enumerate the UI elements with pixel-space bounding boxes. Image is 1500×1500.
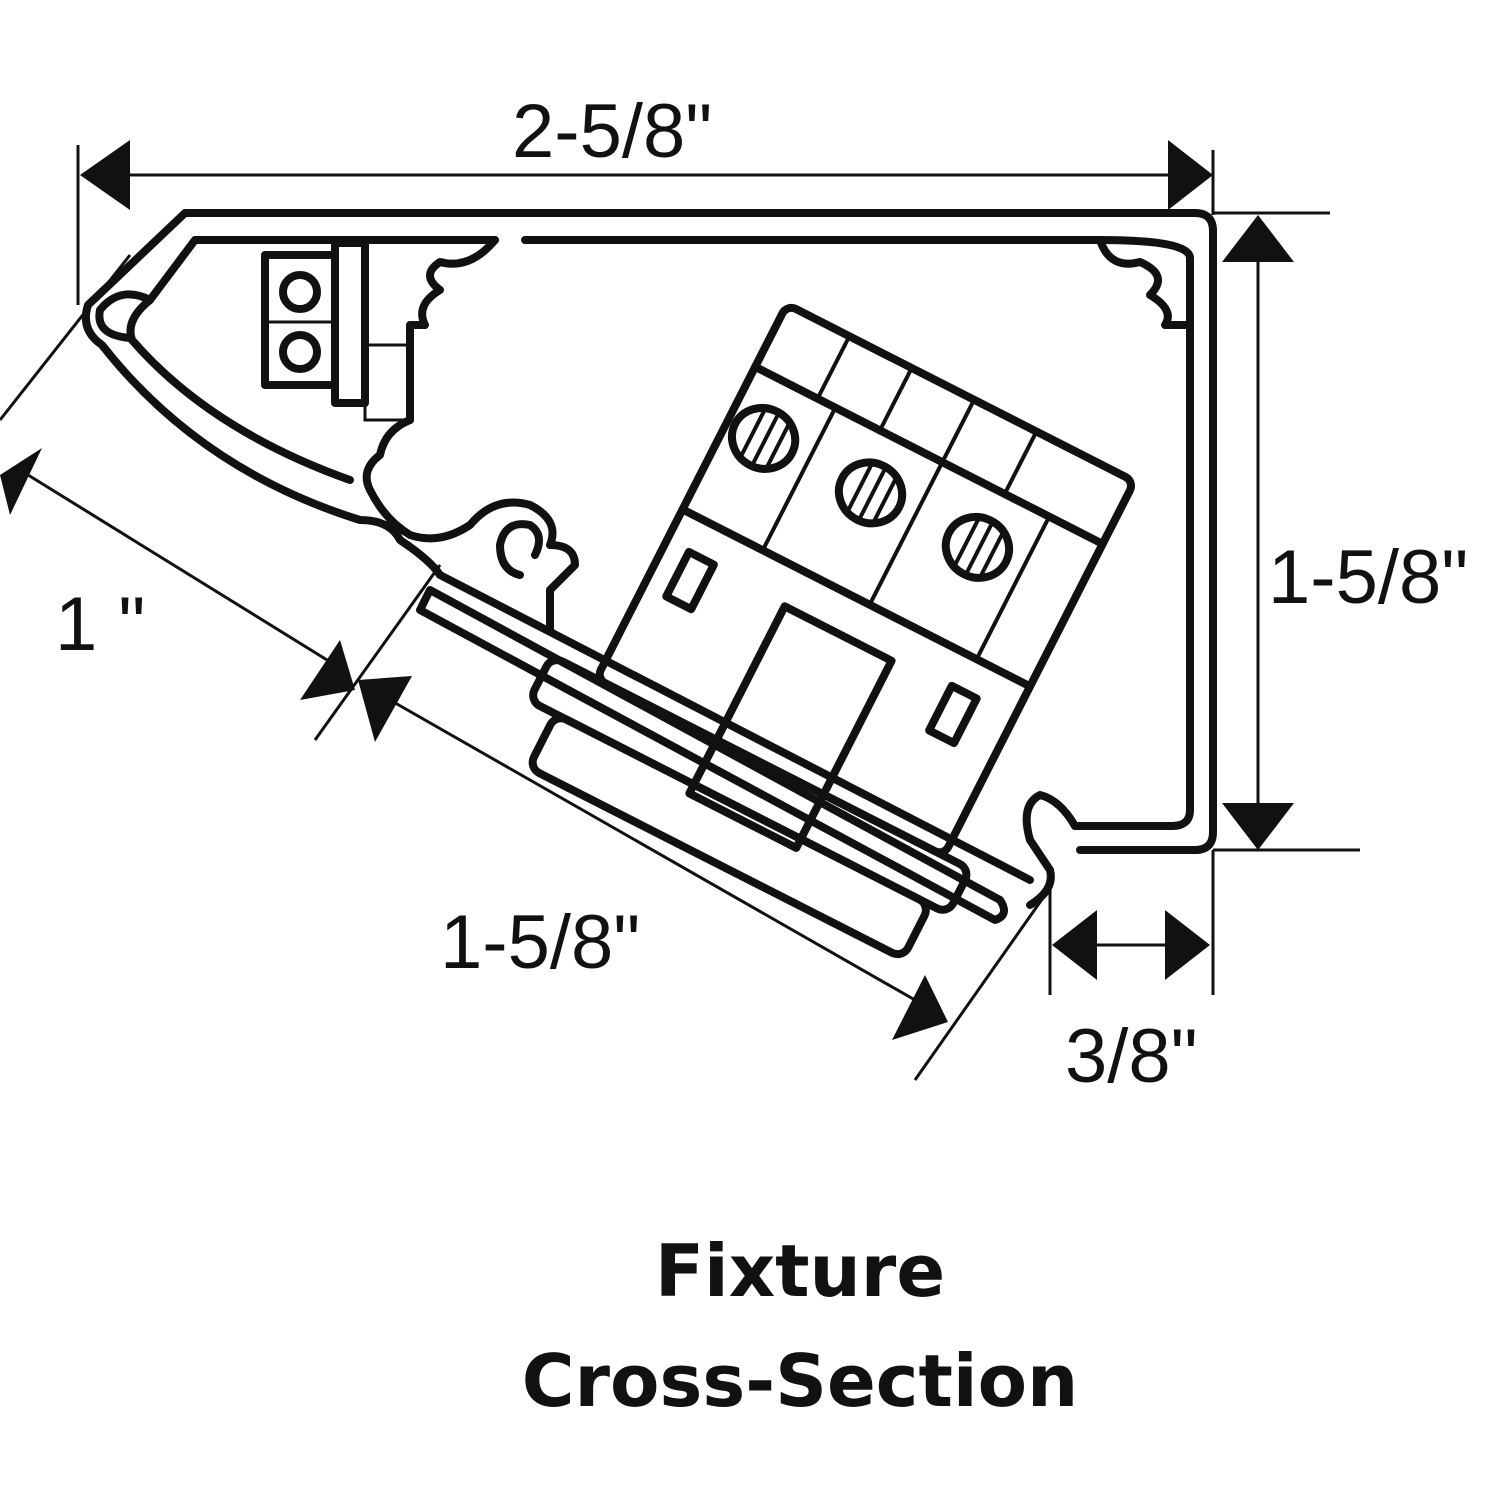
dimension-lip	[1048, 850, 1215, 995]
driver-center-window	[685, 602, 896, 852]
arrowhead-lip-right-icon	[1165, 910, 1210, 980]
label-overall-height: 1-5/8"	[1268, 535, 1468, 620]
caption-line-1: Fixture	[655, 1229, 945, 1313]
dimension-overall-width	[76, 140, 1215, 305]
terminal-block	[261, 239, 412, 422]
arrowhead-up-icon	[1222, 215, 1294, 262]
label-angled-short: 1 "	[55, 582, 145, 667]
lens-plate	[416, 586, 1008, 924]
driver-screw-mid-icon	[834, 458, 907, 528]
arrowhead-down-icon	[1222, 803, 1294, 850]
arrowhead-lip-left-icon	[1052, 910, 1097, 980]
arrowhead-right-icon	[1168, 140, 1213, 210]
nose-groove	[95, 290, 154, 342]
caption-line-2: Cross-Section	[522, 1339, 1079, 1423]
label-lip: 3/8"	[1065, 1014, 1198, 1099]
driver-slot-left	[662, 547, 718, 614]
housing-outer-wall	[81, 209, 1217, 884]
label-overall-width: 2-5/8"	[512, 89, 712, 174]
arrowhead-angled-end-icon	[892, 975, 948, 1040]
dimension-angled-long	[358, 676, 1047, 1081]
terminal-screw-bottom-icon	[279, 331, 321, 373]
dovetail-lower-mid-hook	[496, 520, 543, 579]
driver-slot-right	[925, 681, 981, 748]
driver-base-lower	[528, 714, 930, 959]
label-angled-long: 1-5/8"	[440, 900, 640, 985]
driver-screw-left-icon	[727, 404, 800, 473]
dovetail-top-right	[1096, 236, 1194, 329]
terminal-screw-top-icon	[279, 271, 321, 313]
dovetail-top-left	[406, 236, 499, 424]
dovetail-lower-mid	[362, 416, 579, 634]
dimension-angled-short	[0, 254, 442, 741]
arrowhead-lower-right-icon	[300, 640, 355, 700]
driver-component	[528, 303, 1136, 959]
driver-screw-right-icon	[941, 512, 1014, 582]
dimension-overall-height	[1213, 211, 1360, 852]
arrowhead-left-icon	[80, 140, 130, 210]
arrowhead-angled-start-icon	[358, 676, 412, 742]
arrowhead-upper-left-icon	[0, 448, 42, 515]
